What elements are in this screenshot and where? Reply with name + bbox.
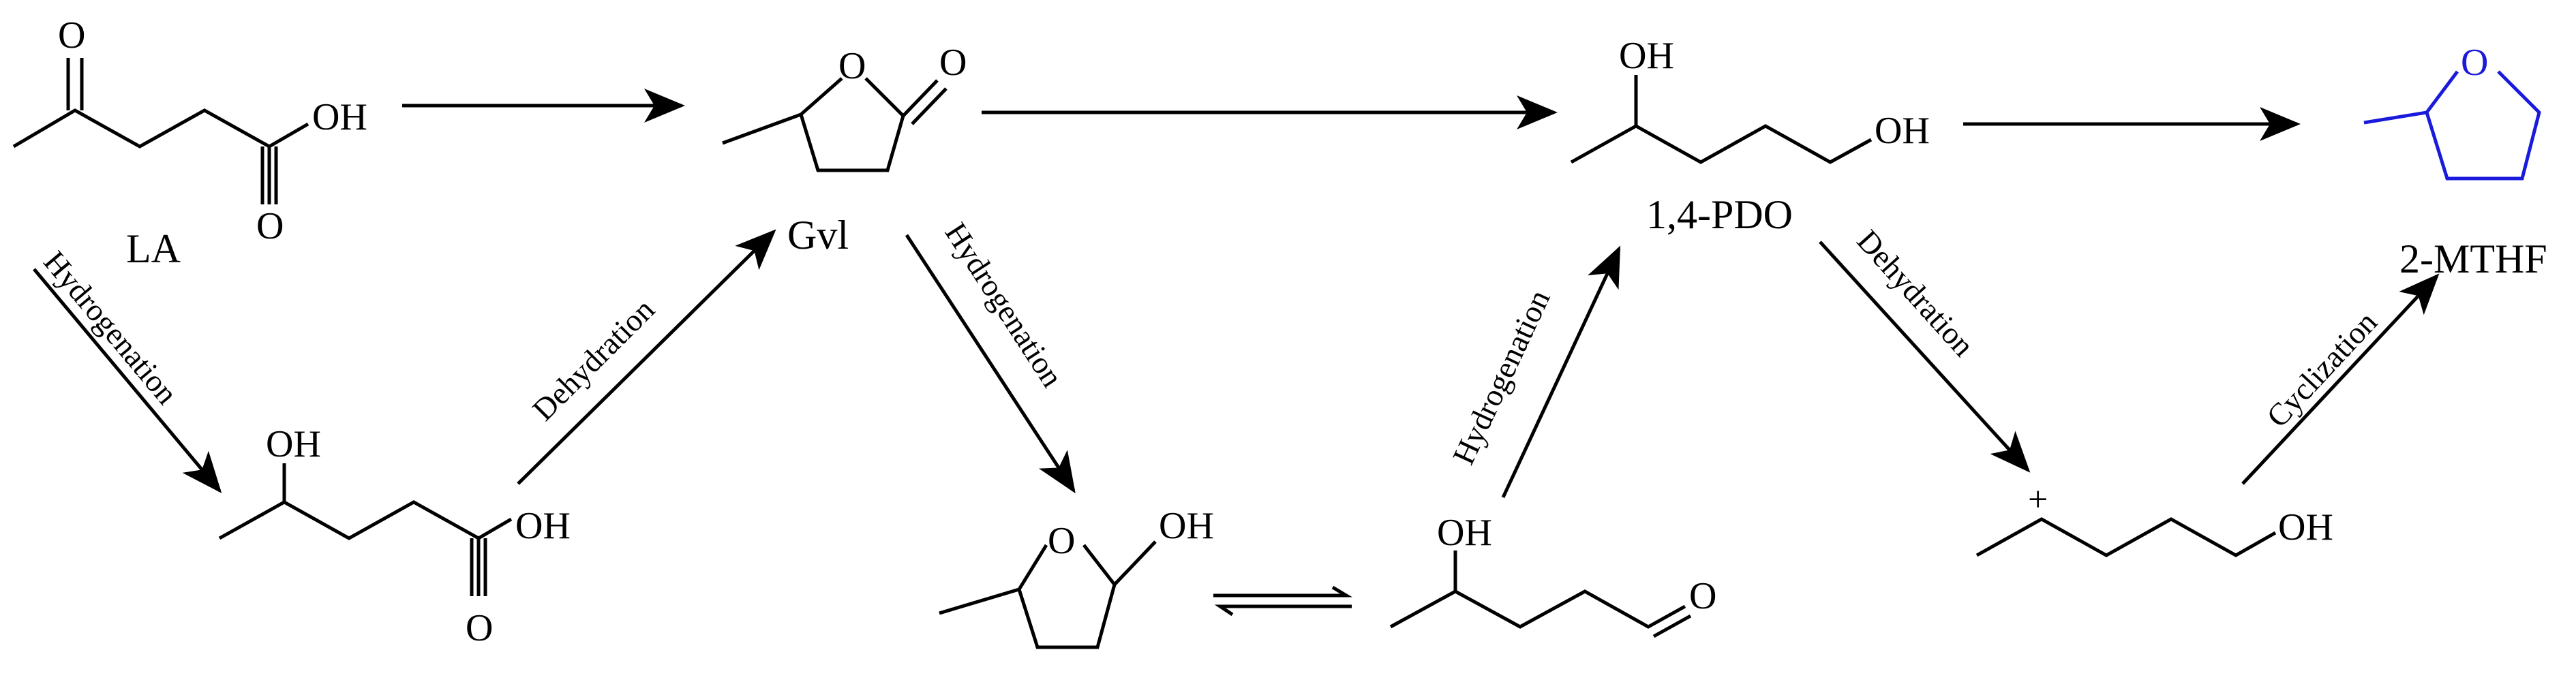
carbocation-structure: + OH xyxy=(1975,480,2333,557)
arrow-carbocation-to-mthf xyxy=(2241,273,2440,485)
gvl-carbonyl-oxygen: O xyxy=(939,42,967,84)
equilibrium-arrows xyxy=(1213,585,1353,617)
diagonal-arrows xyxy=(33,229,2440,499)
lactol-hydroxyl: OH xyxy=(1159,505,1214,547)
step-pdo-dehydration: Dehydration xyxy=(1851,223,1982,363)
hydroxy-acid-carbonyl-oxygen: O xyxy=(466,607,493,649)
arrow-aldehyde-to-pdo xyxy=(1501,245,1621,499)
la-hydroxyl-label: OH xyxy=(312,96,367,138)
la-label: LA xyxy=(126,226,181,271)
arrow-pdo-to-carbocation xyxy=(1819,241,2031,473)
pdo-hydroxyl-1: OH xyxy=(1619,35,1674,77)
gvl-structure: O O Gvl xyxy=(722,42,967,258)
step-aldehyde-hydrogenation: Hydrogenation xyxy=(1446,285,1557,470)
pdo-structure: OH OH 1,4-PDO xyxy=(1570,35,1930,237)
hydroxy-acid-structure: OH OH O xyxy=(218,423,571,649)
top-arrows xyxy=(402,89,2301,141)
hydroxy-aldehyde-hydroxyl: OH xyxy=(1437,512,1492,554)
la-carbonyl-oxygen: O xyxy=(256,205,284,247)
step-labels: Hydrogenation Dehydration Hydrogenation … xyxy=(37,217,2384,470)
mthf-ring-oxygen: O xyxy=(2461,42,2488,84)
carbocation-hydroxyl: OH xyxy=(2278,506,2333,548)
levulinic-acid-structure: O OH O LA xyxy=(12,14,367,271)
carbocation-charge: + xyxy=(2028,480,2048,519)
hydroxy-acid-carboxyl-oh: OH xyxy=(515,505,571,547)
arrow-la-to-hydroxy-acid xyxy=(33,268,222,493)
arrow-gvl-to-lactol xyxy=(905,234,1076,494)
gvl-label: Gvl xyxy=(787,213,849,258)
pdo-hydroxyl-2: OH xyxy=(1875,110,1930,152)
hydroxy-acid-hydroxyl: OH xyxy=(266,423,321,465)
step-gvl-hydrogenation: Hydrogenation xyxy=(939,217,1070,393)
lactol-ring-oxygen: O xyxy=(1048,520,1075,562)
arrow-hydroxy-acid-to-gvl xyxy=(517,229,776,485)
step-cyclization: Cyclization xyxy=(2260,305,2384,434)
gvl-ring-oxygen: O xyxy=(838,45,866,87)
hydroxy-aldehyde-structure: OH O xyxy=(1389,512,1716,638)
lactol-structure: O OH xyxy=(939,505,1214,649)
pdo-label: 1,4-PDO xyxy=(1646,192,1793,237)
la-ketone-oxygen: O xyxy=(58,14,85,57)
hydroxy-aldehyde-oxygen: O xyxy=(1689,575,1716,617)
mthf-structure: O 2-MTHF xyxy=(2363,42,2547,281)
step-acid-dehydration: Dehydration xyxy=(526,292,661,427)
mthf-label: 2-MTHF xyxy=(2399,236,2547,281)
